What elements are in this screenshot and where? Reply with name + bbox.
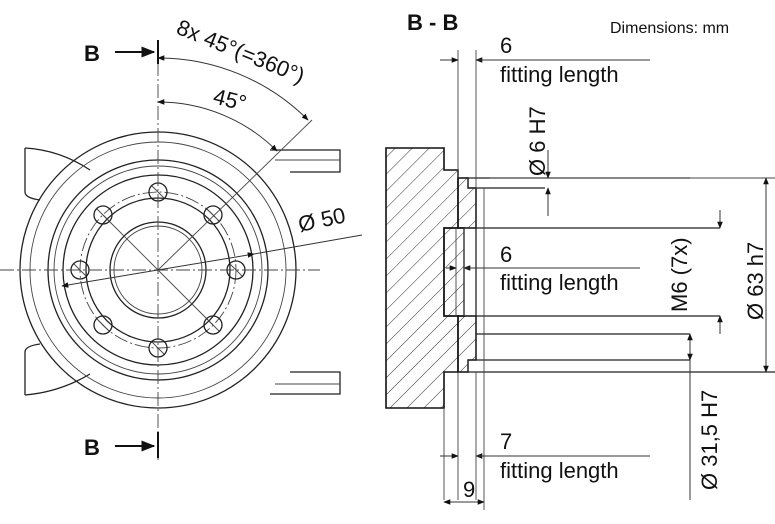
pin-hole-label: Ø 6 H7 bbox=[525, 106, 550, 176]
dim-mid-value: 6 bbox=[500, 242, 512, 267]
diameter-leader bbox=[61, 234, 363, 288]
housing-outline bbox=[24, 147, 341, 396]
dim-top-label: fitting length bbox=[500, 62, 619, 87]
angle-total-label: 8x 45°(=360°) bbox=[173, 14, 308, 88]
section-view: B - B Dimensions: mm 6 fitting length 6 … bbox=[385, 10, 775, 510]
units-note: Dimensions: mm bbox=[610, 20, 729, 37]
front-view: B B 8x 45°(=360°) 45° Ø 50 bbox=[0, 14, 363, 460]
section-mark-bottom: B bbox=[84, 435, 100, 460]
dim-bottom-value: 7 bbox=[500, 429, 512, 454]
section-mark-top: B bbox=[84, 41, 100, 66]
dimension-lines bbox=[440, 57, 769, 505]
section-title: B - B bbox=[407, 10, 458, 35]
hatched-body bbox=[385, 147, 477, 409]
diameter-label: Ø 50 bbox=[296, 203, 348, 237]
angle-step-label: 45° bbox=[211, 84, 249, 116]
extension-lines bbox=[443, 50, 485, 510]
dim-bottom-label: fitting length bbox=[500, 458, 619, 483]
section-arrows bbox=[115, 40, 159, 458]
dim-top-value: 6 bbox=[500, 33, 512, 58]
inner-bore-label: Ø 31,5 H7 bbox=[697, 390, 722, 490]
outer-fit-label: Ø 63 h7 bbox=[743, 242, 768, 320]
flange-face-lines bbox=[458, 177, 775, 373]
angle-dimensions bbox=[157, 55, 309, 152]
thread-label: M6 (7x) bbox=[667, 237, 692, 312]
dim-mid-label: fitting length bbox=[500, 270, 619, 295]
dim-width-value: 9 bbox=[463, 477, 475, 502]
